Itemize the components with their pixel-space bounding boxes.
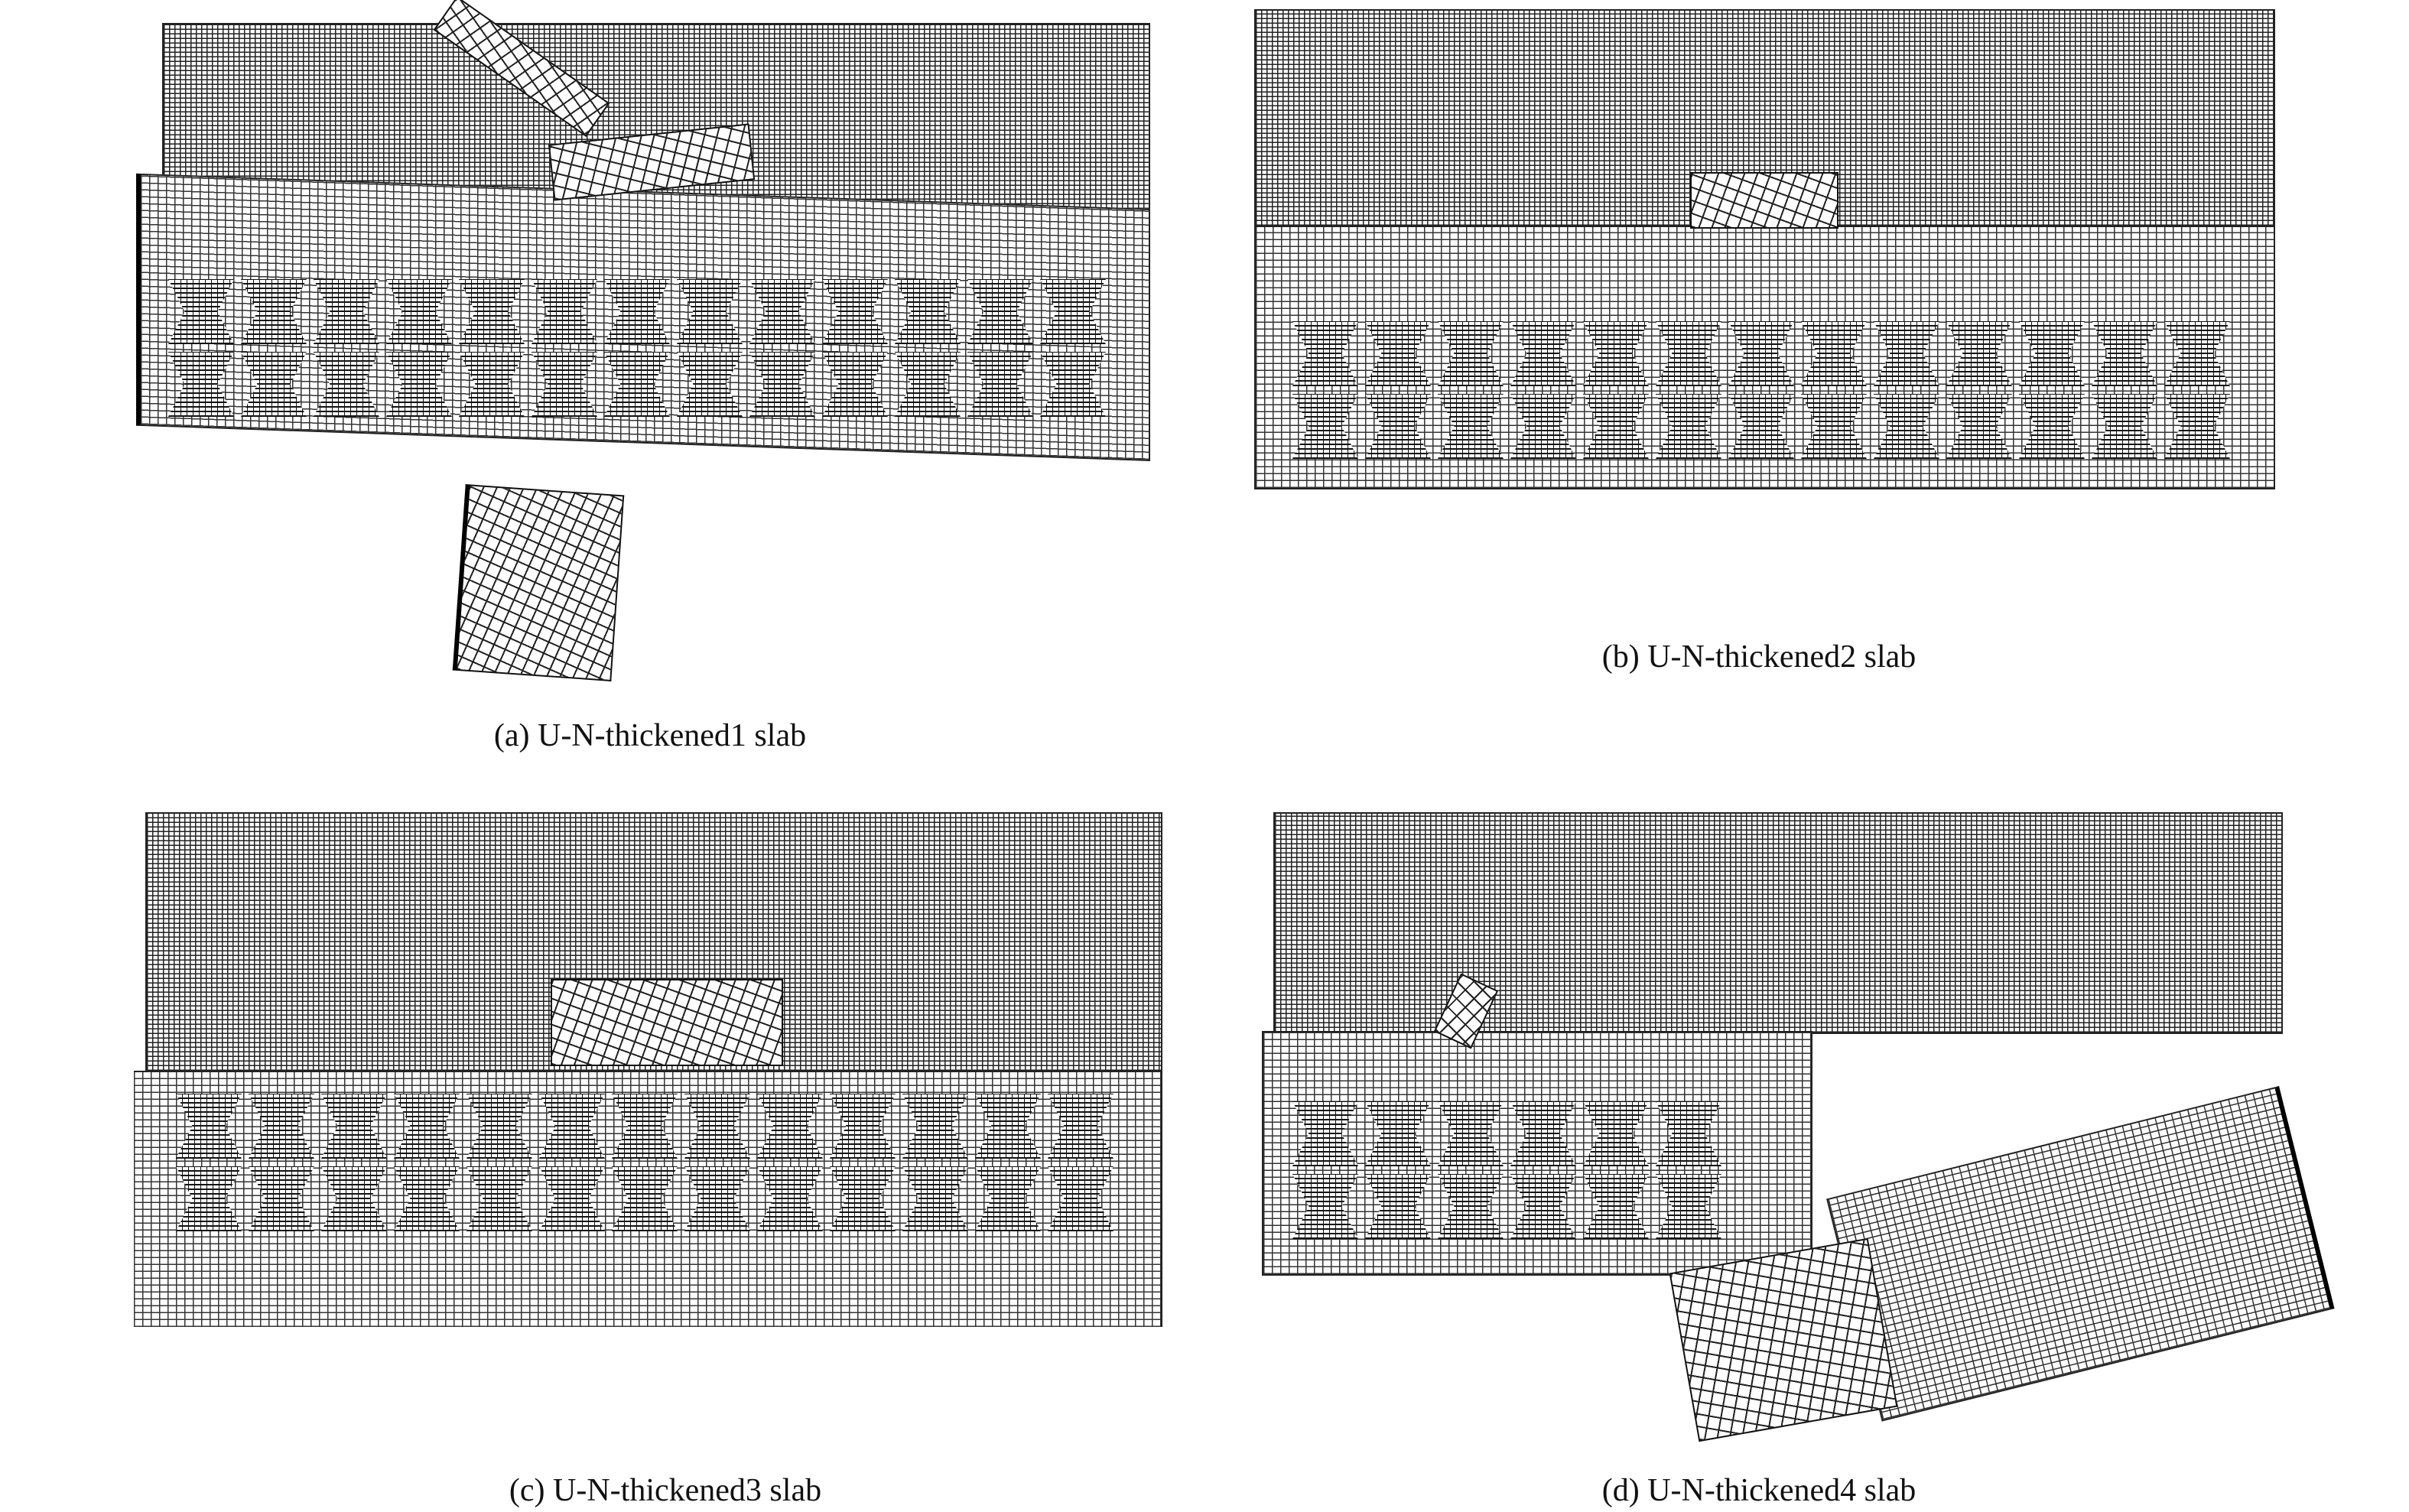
caption-b: (b) U-N-thickened2 slab <box>1601 639 1916 675</box>
debris-falling <box>1669 1237 1898 1442</box>
caption-a: (a) U-N-thickened1 slab <box>493 718 807 753</box>
hole-cell <box>895 279 961 344</box>
slab-upper-mesh <box>162 23 1150 210</box>
slab-lower-mesh-right <box>1826 1086 2335 1422</box>
caption-c: (c) U-N-thickened3 slab <box>509 1473 822 1508</box>
slab-upper-mesh <box>1254 9 2275 227</box>
debris-falling <box>452 484 625 681</box>
slab-upper-mesh <box>1273 812 2283 1034</box>
caption-d: (d) U-N-thickened4 slab <box>1601 1473 1916 1508</box>
hole-cell <box>314 279 379 344</box>
debris-center <box>1690 172 1838 229</box>
debris-center <box>551 979 783 1066</box>
